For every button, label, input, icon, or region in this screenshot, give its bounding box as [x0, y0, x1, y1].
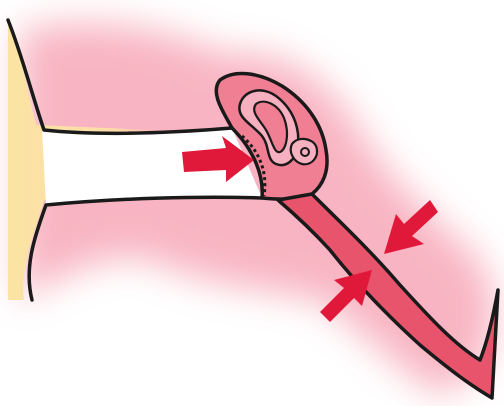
stapes-bone [291, 139, 317, 164]
